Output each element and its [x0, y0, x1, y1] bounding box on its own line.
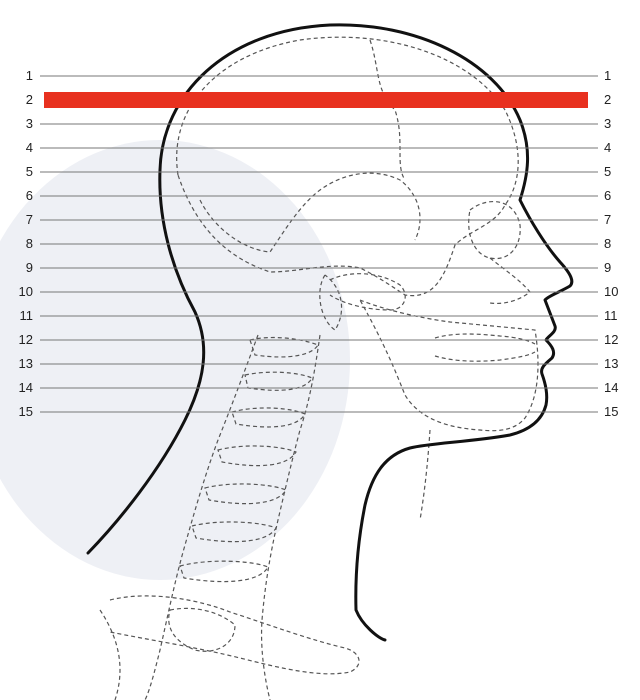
vertebra-4: [217, 445, 297, 467]
level-label-right: 1: [604, 68, 611, 83]
upper-teeth: [434, 333, 536, 345]
head-outline: [86, 23, 574, 642]
vertebra-3: [231, 407, 306, 428]
level-label-left: 7: [26, 212, 33, 227]
slice-level-10: 10 10: [19, 284, 619, 299]
level-label-right: 14: [604, 380, 618, 395]
slice-level-13: 13 13: [19, 356, 619, 371]
throat-structure: [419, 429, 431, 521]
level-label-left: 4: [26, 140, 33, 155]
level-label-right: 9: [604, 260, 611, 275]
level-label-right: 5: [604, 164, 611, 179]
shoulder-bone: [168, 607, 236, 652]
level-label-right: 2: [604, 92, 611, 107]
nasal-bone: [489, 257, 531, 305]
mandible: [359, 299, 539, 432]
level-label-right: 13: [604, 356, 618, 371]
level-label-right: 12: [604, 332, 618, 347]
vertebra-7: [179, 560, 269, 583]
skull-suture: [369, 39, 406, 181]
level-label-left: 3: [26, 116, 33, 131]
level-label-right: 15: [604, 404, 618, 419]
highlighted-slice-bar: [44, 92, 588, 108]
level-label-left: 11: [20, 308, 34, 323]
level-label-right: 11: [604, 308, 618, 323]
level-label-left: 8: [26, 236, 33, 251]
level-label-left: 5: [26, 164, 33, 179]
level-label-right: 10: [604, 284, 618, 299]
level-label-left: 14: [19, 380, 33, 395]
mastoid: [319, 274, 343, 331]
level-label-left: 9: [26, 260, 33, 275]
clavicle: [109, 595, 360, 675]
level-label-right: 6: [604, 188, 611, 203]
level-label-left: 12: [19, 332, 33, 347]
level-label-right: 3: [604, 116, 611, 131]
skeleton-outline: [99, 36, 539, 700]
lower-teeth: [434, 351, 536, 362]
background-shade: [0, 140, 350, 580]
level-label-left: 2: [26, 92, 33, 107]
spine-back: [144, 334, 259, 700]
slice-level-11: 11 11: [20, 308, 618, 323]
scapula: [99, 609, 121, 700]
level-label-left: 6: [26, 188, 33, 203]
slice-level-12: 12 12: [19, 332, 619, 347]
skull-outline: [176, 36, 519, 297]
eye-socket: [468, 201, 521, 260]
level-label-left: 15: [19, 404, 33, 419]
level-label-left: 1: [26, 68, 33, 83]
spine-front: [260, 334, 321, 700]
vertebra-6: [191, 521, 277, 543]
level-label-right: 7: [604, 212, 611, 227]
level-label-left: 10: [19, 284, 33, 299]
level-label-right: 4: [604, 140, 611, 155]
vertebra-2: [244, 371, 313, 391]
level-label-left: 13: [19, 356, 33, 371]
vertebra-5: [204, 483, 287, 505]
level-label-right: 8: [604, 236, 611, 251]
slice-level-14: 14 14: [19, 380, 619, 395]
vertebra-1: [249, 336, 319, 358]
